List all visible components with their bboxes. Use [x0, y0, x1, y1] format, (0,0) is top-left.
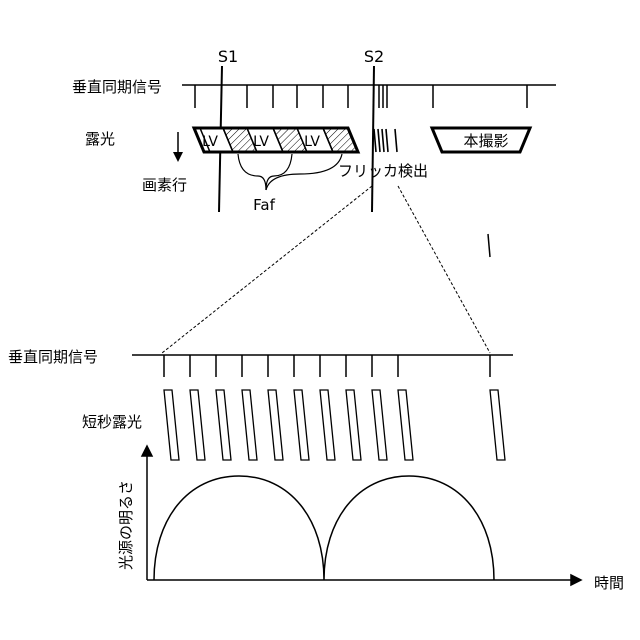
short-exposure-label: 短秒露光 [82, 413, 142, 431]
lv-label-2: LV [253, 134, 269, 150]
lv-label-1: LV [202, 134, 218, 150]
main-shoot-label: 本撮影 [463, 132, 508, 150]
faf-label: Faf [253, 196, 275, 214]
zoom-line-right [398, 186, 490, 353]
flicker-detect-label: フリッカ検出 [338, 162, 428, 180]
brightness-axis-label: 光源の明るさ [117, 480, 135, 570]
exposure-label: 露光 [85, 130, 115, 148]
vsync-bottom-label: 垂直同期信号 [8, 348, 98, 366]
s1-label: S1 [218, 47, 238, 66]
pixel-rows-arrow-icon [173, 132, 183, 162]
brightness-curve [154, 476, 494, 580]
vsync-top-ticks [195, 85, 527, 108]
flicker-slashes [374, 129, 397, 152]
s2-marker-line [372, 66, 374, 212]
s2-label: S2 [364, 47, 384, 66]
time-axis-label: 時間 [594, 574, 624, 592]
brightness-axes [142, 446, 581, 585]
lv-exposure-block: LV LV LV [194, 128, 358, 152]
vsync-top-label: 垂直同期信号 [72, 78, 162, 96]
lv-label-3: LV [304, 134, 320, 150]
pixel-rows-label: 画素行 [142, 176, 187, 194]
short-exposure-bars [164, 390, 505, 460]
vsync-bottom-ticks [164, 355, 490, 377]
isolated-tick [488, 234, 490, 257]
faf-brace [238, 154, 342, 190]
